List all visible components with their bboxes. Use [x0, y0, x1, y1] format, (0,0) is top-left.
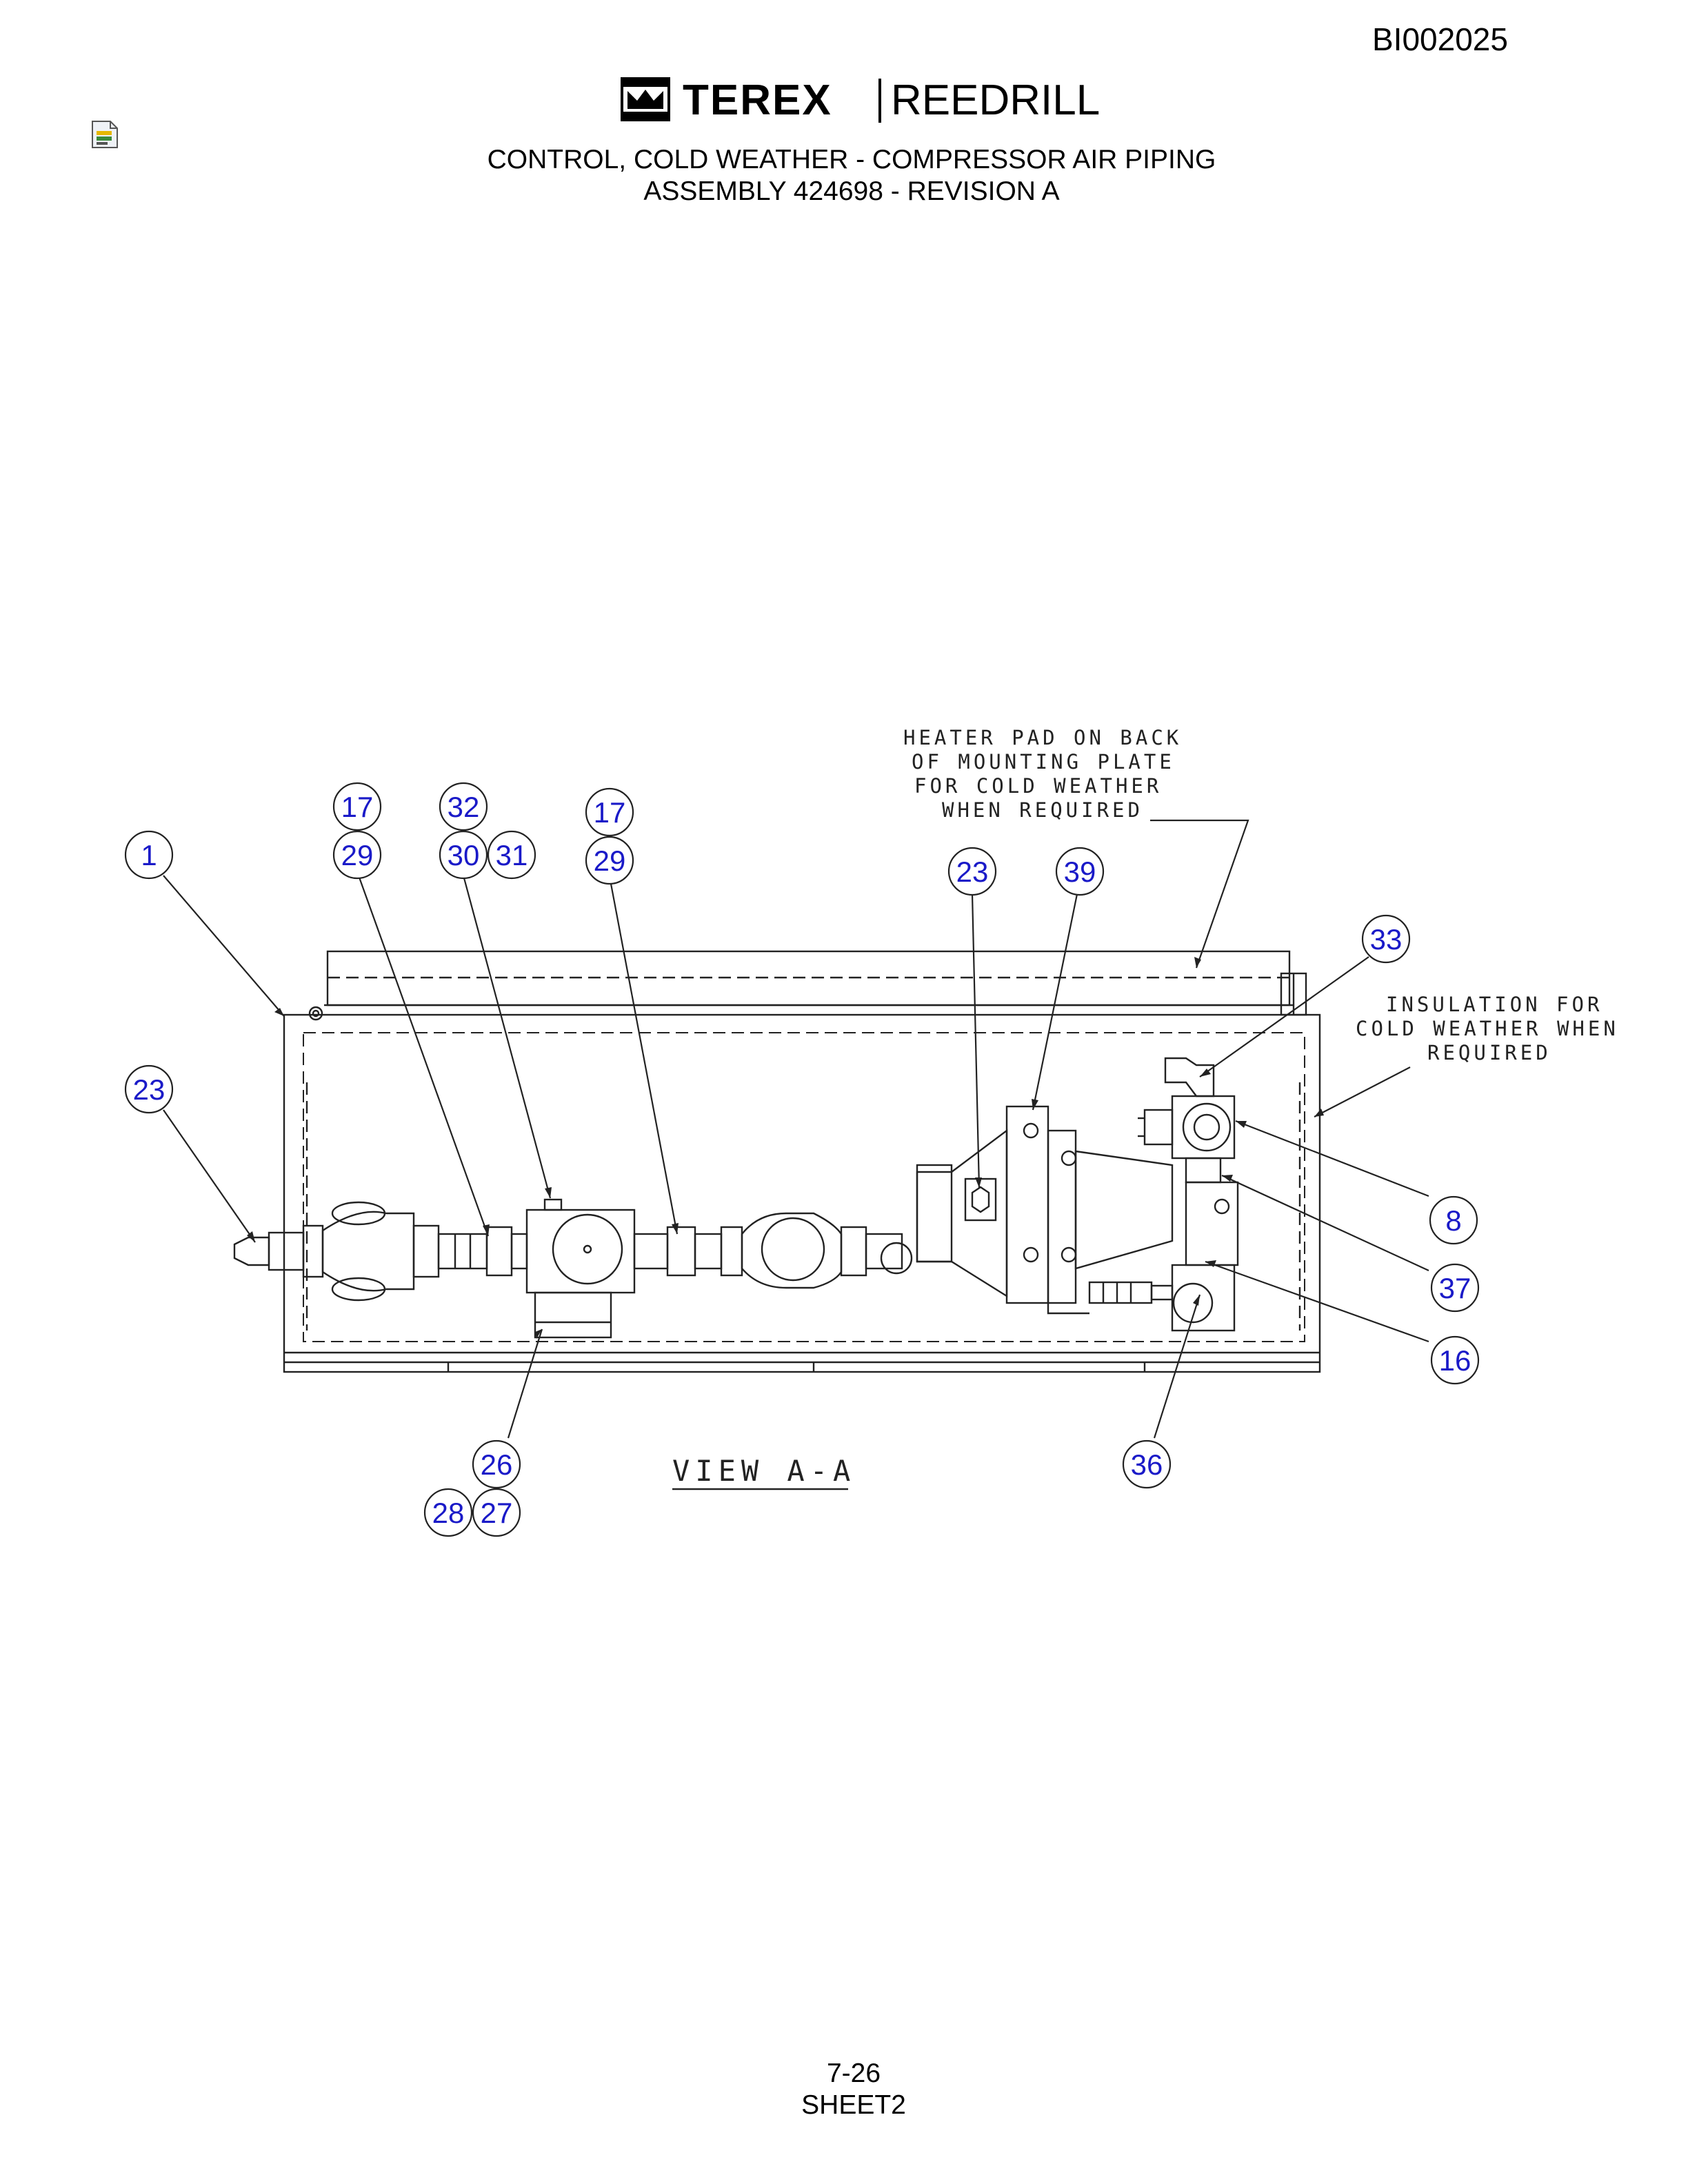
- balloon-item-26: 26: [481, 1448, 513, 1481]
- left-inlet-fitting: [233, 1236, 270, 1266]
- balloon-item-37: 37: [1439, 1272, 1471, 1304]
- logo-text-terex: TEREX: [683, 77, 832, 124]
- balloon-item-23-left: 23: [133, 1073, 165, 1106]
- terex-reedrill-logo: TEREX REEDRILL: [621, 74, 1131, 127]
- balloon-item-17-right: 17: [594, 796, 626, 829]
- insulation-outline: [303, 1032, 1305, 1342]
- terex-crown-icon: [621, 77, 670, 121]
- balloon-item-29: 29: [341, 839, 374, 871]
- heater-pad-note-line1: HEATER PAD ON BACK: [903, 726, 1182, 749]
- balloon-item-16: 16: [1439, 1344, 1471, 1377]
- view-label: VIEW A-A: [672, 1454, 856, 1488]
- balloon-item-1: 1: [141, 839, 157, 871]
- insulation-note-line1: INSULATION FOR: [1386, 993, 1602, 1016]
- drawing-title: CONTROL, COLD WEATHER - COMPRESSOR AIR P…: [487, 145, 1216, 174]
- regulator-body: [916, 1129, 1008, 1298]
- balloon-item-31: 31: [496, 839, 528, 871]
- insulation-note-line2: COLD WEATHER WHEN: [1356, 1017, 1619, 1040]
- document-id: BI002025: [1372, 21, 1508, 57]
- insulation-note-line3: REQUIRED: [1427, 1041, 1551, 1064]
- central-valve-block: [525, 1209, 636, 1294]
- heater-pad-note-line3: FOR COLD WEATHER: [914, 774, 1162, 798]
- heater-pad-plate: [326, 950, 1291, 1007]
- balloon-item-29-right: 29: [594, 845, 626, 877]
- drawing-subtitle: ASSEMBLY 424698 - REVISION A: [643, 176, 1060, 206]
- logo-separator: [878, 79, 881, 123]
- balloon-item-39: 39: [1064, 856, 1096, 888]
- document-link-icon[interactable]: [91, 120, 119, 149]
- balloon-item-32: 32: [448, 791, 480, 823]
- balloon-item-30: 30: [448, 839, 480, 871]
- balloon-item-8: 8: [1445, 1204, 1461, 1237]
- balloon-item-36: 36: [1131, 1448, 1163, 1481]
- balloon-item-27: 27: [481, 1497, 513, 1529]
- heater-pad-note-line4: WHEN REQUIRED: [942, 798, 1143, 822]
- page-number: 7-26: [826, 2059, 881, 2088]
- solenoid-valve: [1171, 1095, 1236, 1160]
- sheet-label: SHEET2: [801, 2090, 906, 2120]
- heater-pad-note-line2: OF MOUNTING PLATE: [912, 750, 1175, 774]
- balloon-item-28: 28: [432, 1497, 465, 1529]
- logo-text-reedrill: REEDRILL: [891, 77, 1101, 124]
- enclosure-box: [283, 1013, 1321, 1373]
- balloon-item-17: 17: [341, 791, 374, 823]
- balloon-item-23-top: 23: [956, 856, 989, 888]
- balloon-item-33: 33: [1370, 923, 1403, 956]
